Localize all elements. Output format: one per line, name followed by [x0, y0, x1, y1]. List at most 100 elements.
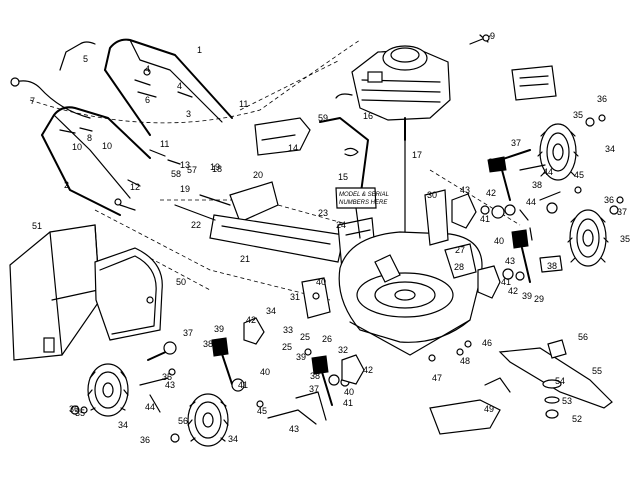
callout-38: 38 — [203, 339, 213, 349]
callout-47: 47 — [432, 373, 442, 383]
handle-cable — [10, 77, 91, 119]
callout-40: 40 — [344, 387, 354, 397]
rear-axle-bracket — [174, 181, 345, 263]
callout-14: 14 — [288, 143, 298, 153]
callout-31: 31 — [290, 292, 300, 302]
callout-43: 43 — [460, 185, 470, 195]
callout-19: 19 — [210, 162, 220, 172]
engine — [335, 45, 451, 141]
note-line-1: MODEL & SERIAL — [339, 192, 389, 198]
grass-catcher-frame — [94, 247, 163, 341]
callout-25: 25 — [282, 342, 292, 352]
model-serial-note: MODEL & SERIAL NUMBERS HERE — [335, 187, 389, 239]
baffle — [429, 377, 511, 435]
height-adjuster-plate — [301, 277, 331, 319]
callout-34: 34 — [266, 306, 276, 316]
height-lever-center — [295, 348, 365, 421]
decal-59 — [511, 65, 557, 101]
callout-13: 13 — [180, 160, 190, 170]
callout-29: 29 — [534, 294, 544, 304]
callout-50: 50 — [176, 277, 186, 287]
handle-bolts — [59, 68, 193, 211]
callout-34: 34 — [118, 420, 128, 430]
control-bracket — [254, 117, 311, 156]
grass-catcher-bag — [9, 224, 101, 361]
callout-38: 38 — [310, 371, 320, 381]
callout-25: 25 — [300, 332, 310, 342]
callout-55: 55 — [592, 366, 602, 376]
callout-39: 39 — [488, 157, 498, 167]
blade-adapter-stack — [542, 379, 562, 419]
callout-35: 35 — [573, 110, 583, 120]
callout-6: 6 — [145, 95, 150, 105]
callout-37: 37 — [617, 207, 627, 217]
callout-44: 44 — [145, 402, 155, 412]
callout-12: 12 — [130, 182, 140, 192]
callout-38: 38 — [547, 261, 557, 271]
callout-41: 41 — [343, 398, 353, 408]
callout-10: 10 — [102, 141, 112, 151]
callout-37: 37 — [183, 328, 193, 338]
callout-40: 40 — [260, 367, 270, 377]
callout-35: 35 — [75, 408, 85, 418]
callout-22: 22 — [191, 220, 201, 230]
callout-18: 18 — [212, 164, 222, 174]
callout-35: 35 — [620, 234, 630, 244]
callout-44: 44 — [543, 167, 553, 177]
rear-wheel-left — [87, 363, 129, 417]
upper-handle — [59, 38, 233, 136]
callout-5: 5 — [83, 54, 88, 64]
callout-24: 24 — [336, 220, 346, 230]
callout-35: 35 — [162, 372, 172, 382]
callout-17: 17 — [412, 150, 422, 160]
callout-28: 28 — [454, 262, 464, 272]
callout-41: 41 — [501, 277, 511, 287]
callout-1: 1 — [197, 45, 202, 55]
callout-41: 41 — [238, 380, 248, 390]
callout-4: 4 — [177, 81, 182, 91]
callout-2: 2 — [64, 180, 69, 190]
front-wheel-bottom — [187, 393, 229, 447]
callout-32: 32 — [338, 345, 348, 355]
callout-8: 8 — [87, 133, 92, 143]
callout-42: 42 — [363, 365, 373, 375]
callout-20: 20 — [253, 170, 263, 180]
throttle-lever — [319, 117, 369, 201]
callout-27: 27 — [455, 245, 465, 255]
callout-58: 58 — [171, 169, 181, 179]
callout-56: 56 — [178, 416, 188, 426]
callout-39: 39 — [296, 352, 306, 362]
callout-37: 37 — [309, 384, 319, 394]
spark-plug — [469, 34, 491, 45]
callout-42: 42 — [246, 315, 256, 325]
callout-39: 39 — [522, 291, 532, 301]
callout-43: 43 — [165, 380, 175, 390]
callout-59: 59 — [318, 113, 328, 123]
callout-21: 21 — [240, 254, 250, 264]
callout-38: 38 — [532, 180, 542, 190]
callout-19: 19 — [180, 184, 190, 194]
blade-bracket — [547, 339, 567, 359]
callout-39: 39 — [214, 324, 224, 334]
deck-nuts — [428, 340, 472, 362]
callout-10: 10 — [72, 142, 82, 152]
callout-11: 11 — [160, 139, 169, 149]
callout-44: 44 — [526, 197, 536, 207]
callout-45: 45 — [257, 406, 267, 416]
callout-43: 43 — [289, 424, 299, 434]
callout-45: 45 — [574, 170, 584, 180]
callout-36: 36 — [69, 404, 79, 414]
callout-15: 15 — [338, 172, 348, 182]
height-lever-bottom — [170, 317, 317, 443]
callout-46: 46 — [482, 338, 492, 348]
callout-36: 36 — [140, 435, 150, 445]
callout-23: 23 — [318, 208, 328, 218]
callout-3: 3 — [186, 109, 191, 119]
callout-43: 43 — [505, 256, 515, 266]
callout-33: 33 — [283, 325, 293, 335]
callout-53: 53 — [562, 396, 572, 406]
callout-41: 41 — [480, 214, 490, 224]
rear-wheel-right — [567, 196, 624, 267]
